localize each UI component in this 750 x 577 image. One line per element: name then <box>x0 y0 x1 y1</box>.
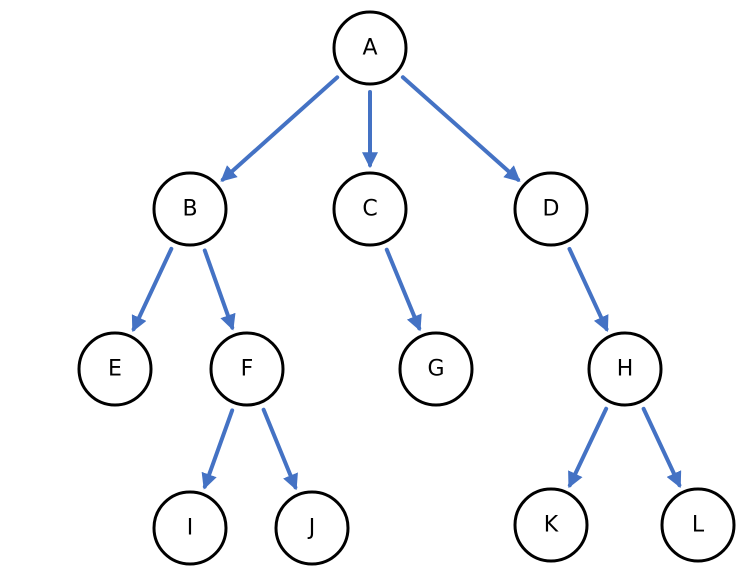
node-d: D <box>513 171 589 247</box>
node-h: H <box>587 331 663 407</box>
edge-b-f <box>202 248 236 331</box>
edges-layer <box>131 75 682 491</box>
node-label: A <box>362 36 377 61</box>
node-g: G <box>398 331 474 407</box>
node-label: L <box>692 513 705 538</box>
node-circle <box>274 490 350 566</box>
edge-a-b <box>220 75 340 182</box>
node-label: G <box>427 357 444 382</box>
node-label: B <box>182 197 197 222</box>
node-label: K <box>544 513 559 538</box>
node-i: I <box>152 490 228 566</box>
nodes-layer: A B C D E F G H I J K L <box>77 10 736 566</box>
node-circle <box>660 487 736 563</box>
node-j: J <box>274 490 350 566</box>
node-a: A <box>332 10 408 86</box>
node-label: J <box>307 516 316 541</box>
node-circle <box>209 331 285 407</box>
edge-c-g <box>384 247 422 332</box>
node-circle <box>513 171 589 247</box>
node-circle <box>587 331 663 407</box>
node-e: E <box>77 331 153 407</box>
edge-a-d <box>400 75 521 182</box>
node-circle <box>513 487 589 563</box>
edge-f-i <box>201 408 235 490</box>
node-l: L <box>660 487 736 563</box>
edge-f-j <box>261 407 298 491</box>
node-label: D <box>543 197 560 222</box>
node-circle <box>398 331 474 407</box>
node-circle <box>332 10 408 86</box>
node-b: B <box>152 171 228 247</box>
node-label: E <box>108 357 122 382</box>
node-label: H <box>617 357 634 382</box>
node-circle <box>152 171 228 247</box>
edge-h-l <box>641 406 682 489</box>
node-f: F <box>209 331 285 407</box>
node-label: F <box>241 357 254 382</box>
edge-b-e <box>131 246 174 333</box>
edge-d-h <box>567 246 609 332</box>
node-circle <box>77 331 153 407</box>
edge-h-k <box>567 406 609 489</box>
node-label: I <box>187 516 194 541</box>
node-circle <box>332 171 408 247</box>
node-k: K <box>513 487 589 563</box>
node-c: C <box>332 171 408 247</box>
node-circle <box>152 490 228 566</box>
node-label: C <box>362 197 377 222</box>
